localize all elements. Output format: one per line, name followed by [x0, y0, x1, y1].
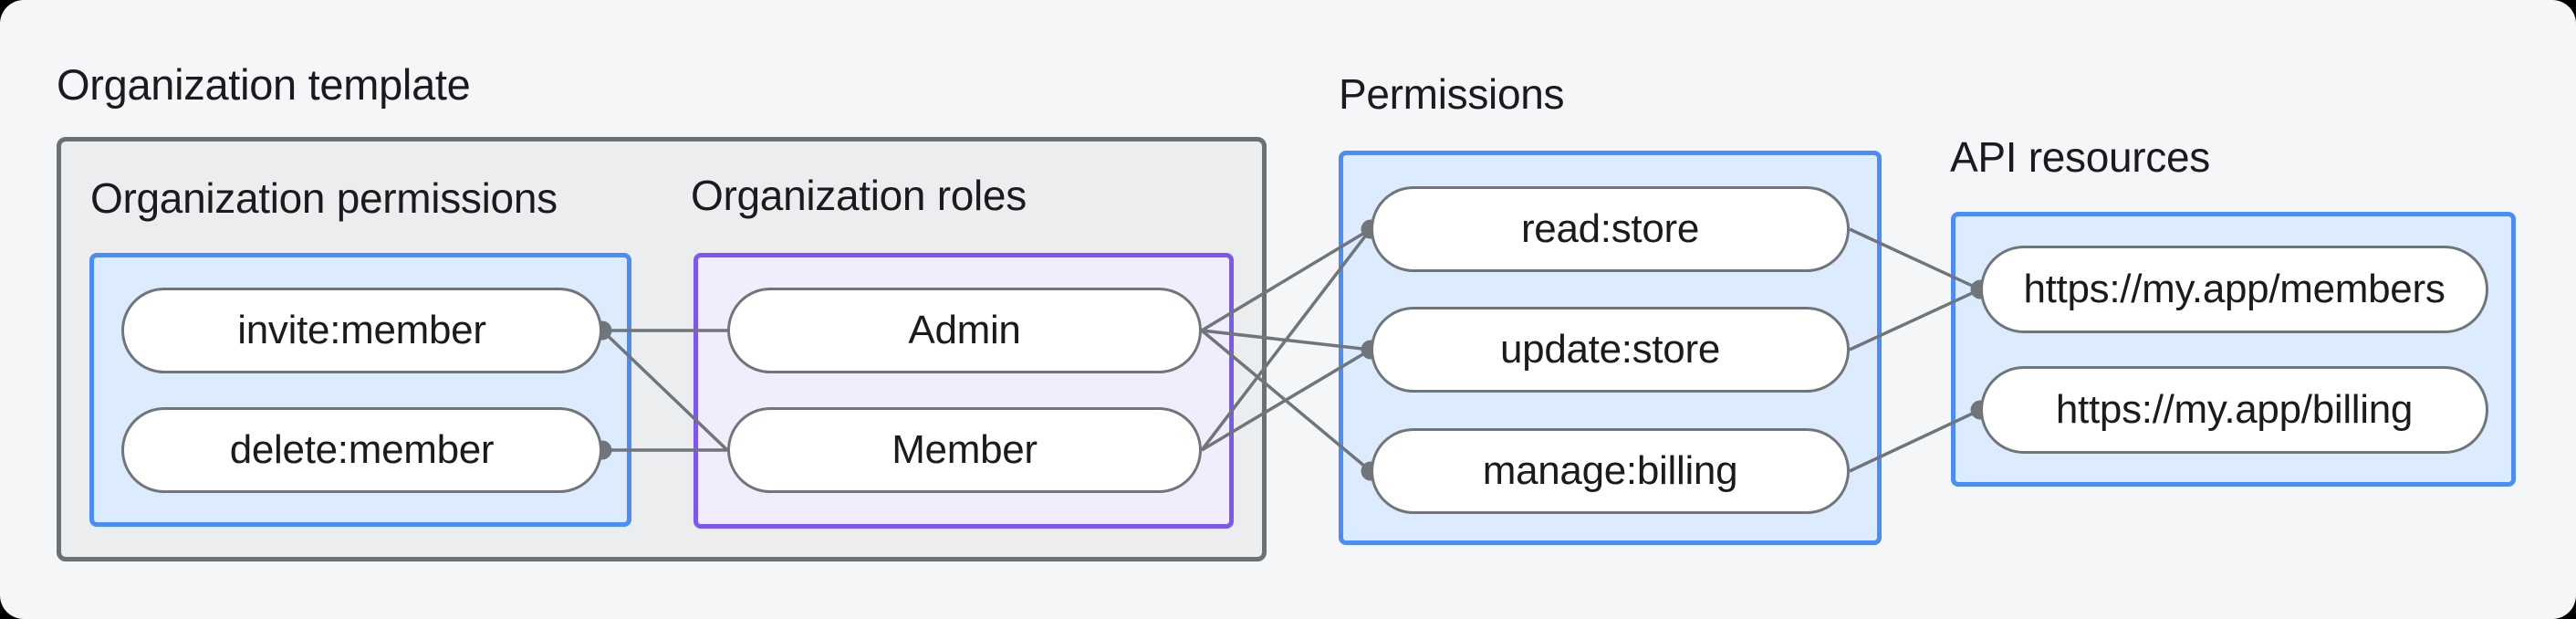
- api-resources-label: API resources: [1950, 133, 2210, 181]
- node-update-store: update:store: [1371, 307, 1850, 393]
- node-manage-billing: manage:billing: [1371, 428, 1850, 514]
- node-member-role: Member: [727, 407, 1202, 493]
- organization-template-label: Organization template: [57, 60, 471, 109]
- organization-permissions-label: Organization permissions: [90, 174, 558, 222]
- permissions-label: Permissions: [1339, 70, 1565, 118]
- node-delete-member: delete:member: [121, 407, 602, 493]
- organization-roles-label: Organization roles: [691, 172, 1027, 219]
- node-read-store: read:store: [1371, 186, 1850, 272]
- node-api-billing-url: https://my.app/billing: [1980, 366, 2488, 454]
- node-admin-role: Admin: [727, 288, 1202, 373]
- node-invite-member: invite:member: [121, 288, 602, 373]
- node-api-members-url: https://my.app/members: [1980, 246, 2488, 333]
